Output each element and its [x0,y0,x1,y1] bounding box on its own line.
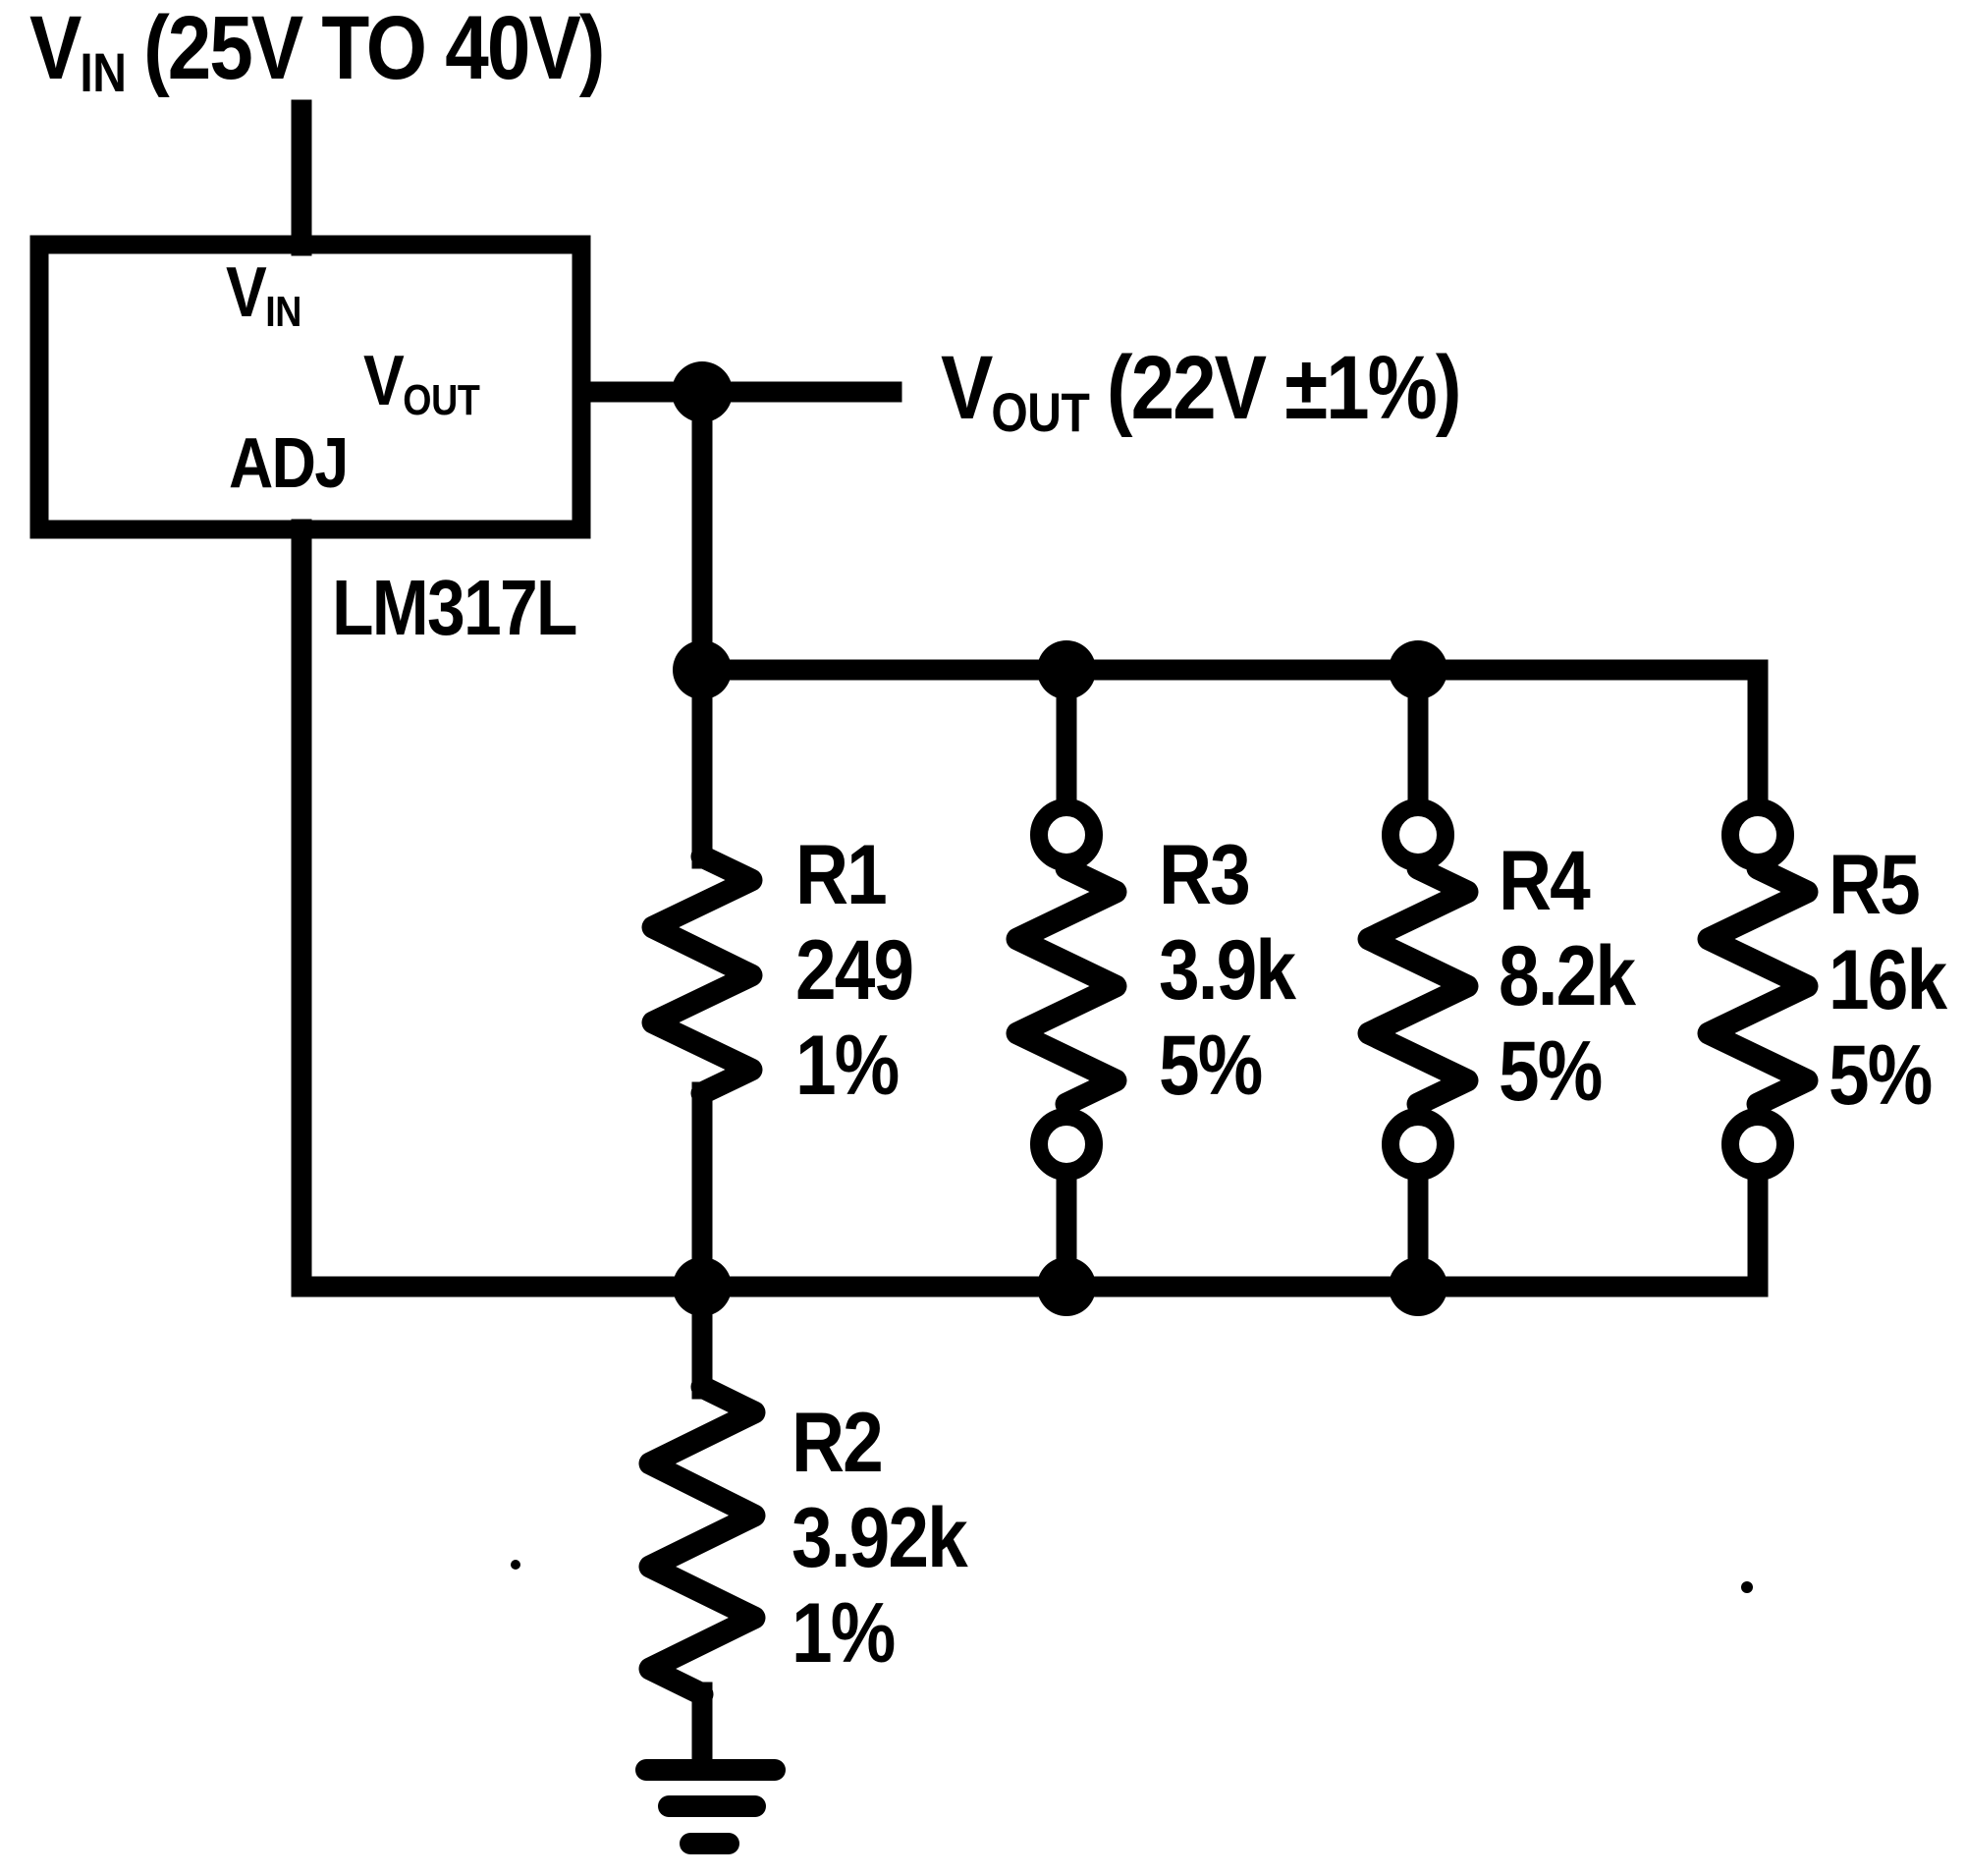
resistor-tolerance: 5% [1159,1019,1263,1113]
junction-dot-top-r1 [673,640,732,699]
junction-dot-top-r4 [1389,640,1447,699]
resistor-zigzag-r4 [1357,856,1479,1116]
junction-dot-bottom-r1 [673,1257,732,1316]
terminal-circle-r3-bottom [1030,1108,1103,1181]
resistor-name: R2 [791,1396,884,1490]
terminal-circle-r5-bottom [1721,1108,1794,1181]
terminal-circle-r3-top [1030,799,1103,871]
ic-pin-vout-symbol: V [363,342,405,420]
resistor-value: 249 [795,923,914,1018]
resistor-value: 3.9k [1159,923,1296,1018]
junction-dot-bottom-r4 [1389,1257,1447,1316]
terminal-circle-r4-top [1382,799,1454,871]
resistor-name: R4 [1499,834,1591,928]
resistor-zigzag-r1 [641,845,763,1105]
resistor-tolerance: 1% [791,1586,896,1681]
ic-pin-adj-label: ADJ [229,424,349,503]
resistor-name: R1 [795,828,888,922]
terminal-circle-r5-top [1721,799,1794,871]
ink-speck-1 [511,1560,520,1570]
resistor-label-r1: R1 249 1% [795,828,914,1114]
resistor-value: 3.92k [791,1491,968,1585]
output-voltage-symbol: V [941,338,993,438]
resistor-label-r4: R4 8.2k 5% [1499,834,1636,1120]
resistor-zigzag-r2 [638,1375,766,1706]
ic-part-number: LM317L [332,564,577,651]
output-voltage-subscript: OUT [991,382,1090,444]
ic-pin-vout-subscript: OUT [403,377,480,425]
ic-pin-vout-label: VOUT [363,342,480,424]
resistor-tolerance: 5% [1829,1028,1933,1123]
resistor-name: R5 [1829,838,1921,932]
junction-dot-bottom-r3 [1037,1257,1096,1316]
resistor-value: 8.2k [1499,929,1636,1023]
input-voltage-symbol: V [29,0,82,98]
junction-dot-vout [672,361,733,422]
output-voltage-label: VOUT (22V ±1%) [941,338,1462,442]
input-voltage-range: (25V TO 40V) [143,0,605,98]
resistor-tolerance: 1% [795,1019,900,1113]
resistor-tolerance: 5% [1499,1024,1603,1119]
output-voltage-spec: (22V ±1%) [1106,338,1462,438]
resistor-label-r2: R2 3.92k 1% [791,1396,968,1682]
ic-pin-vin-subscript: IN [265,289,302,337]
resistor-label-r5: R5 16k 5% [1829,838,1947,1124]
terminal-circle-r4-bottom [1382,1108,1454,1181]
ink-speck-2 [1741,1581,1753,1593]
ground-icon [635,1759,786,1854]
resistor-name: R3 [1159,828,1251,922]
ic-pin-vin-symbol: V [226,253,267,332]
ic-pin-vin-label: VIN [226,253,301,336]
resistor-zigzag-r5 [1697,856,1819,1116]
resistor-zigzag-r3 [1006,856,1127,1116]
junction-dot-top-r3 [1037,640,1096,699]
resistor-value: 16k [1829,933,1947,1027]
resistor-label-r3: R3 3.9k 5% [1159,828,1296,1114]
input-voltage-subscript: IN [80,42,127,104]
input-voltage-label: VIN (25V TO 40V) [29,0,605,102]
